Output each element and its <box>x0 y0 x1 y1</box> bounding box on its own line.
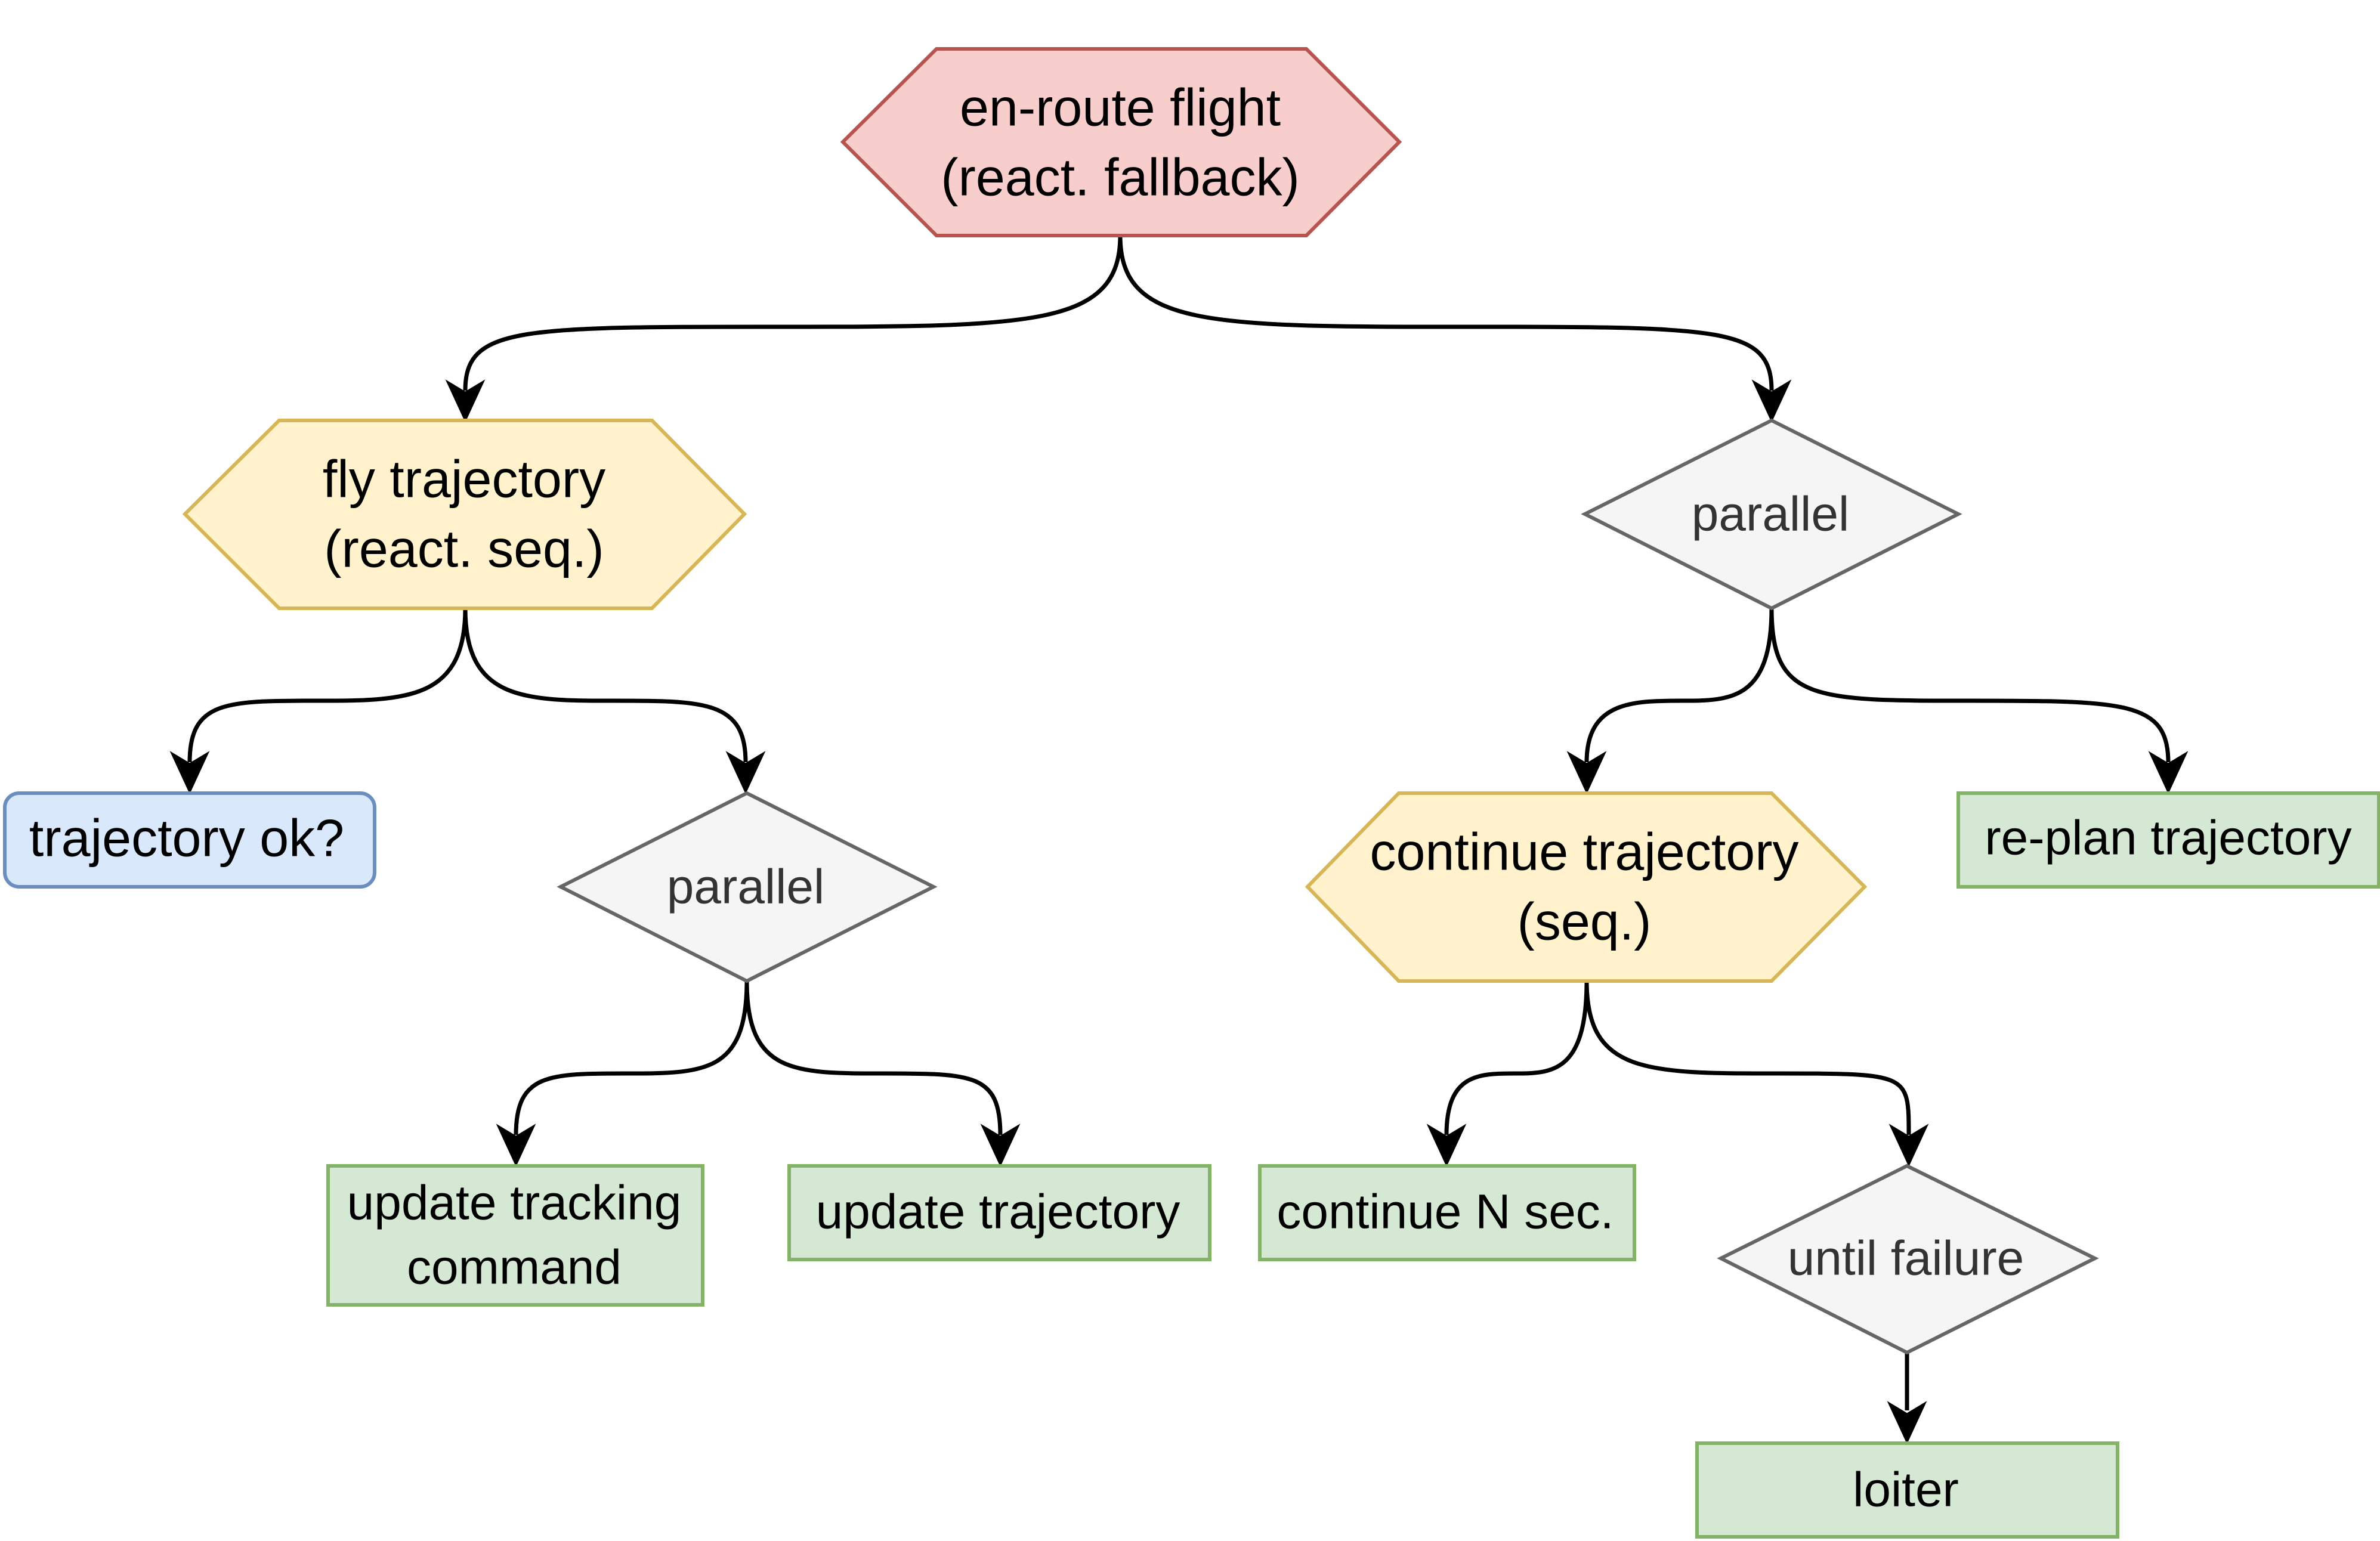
node-continue-trajectory: continue trajectory (seq.) <box>1305 791 1868 983</box>
node-label-line1: en-route flight <box>960 78 1281 137</box>
node-label-line1: continue trajectory <box>1370 822 1798 881</box>
node-loiter: loiter <box>1695 1441 2119 1539</box>
decorator-diamond-shape <box>1581 418 1962 611</box>
edge-continue-trajectory-to-until-failure <box>1584 980 1911 1135</box>
arrowhead-parallel-right <box>1751 379 1792 423</box>
node-label-line2: (react. seq.) <box>324 519 604 578</box>
action-rect <box>787 1164 1211 1261</box>
edge-fly-trajectory-to-parallel-left <box>463 608 748 763</box>
arrowhead-update-trajectory <box>980 1124 1021 1167</box>
arrowhead-fly-trajectory <box>445 379 486 423</box>
node-label: re-plan trajectory <box>1985 811 2351 865</box>
arrowhead-re-plan <box>2148 751 2189 794</box>
edge-parallel-right-to-continue-trajectory <box>1584 608 1774 763</box>
node-until-failure: until failure <box>1717 1164 2099 1355</box>
condition-rounded-rect <box>3 791 376 889</box>
edge-en-route-to-parallel-right <box>1118 235 1774 391</box>
edge-parallel-left-to-update-trajectory <box>744 980 1003 1135</box>
node-fly-trajectory: fly trajectory (react. seq.) <box>182 419 747 610</box>
arrowhead-continue-trajectory <box>1566 751 1607 794</box>
action-rect <box>1956 791 2380 889</box>
decorator-diamond-shape <box>1717 1164 2099 1355</box>
edge-fly-trajectory-to-trajectory-ok <box>187 608 468 763</box>
node-label: update trajectory <box>816 1185 1180 1239</box>
node-label: loiter <box>1853 1463 1959 1517</box>
node-trajectory-ok: trajectory ok? <box>3 791 376 889</box>
node-label: parallel <box>667 860 824 914</box>
arrowhead-until-failure <box>1888 1124 1929 1167</box>
sequence-hexagon-shape <box>1305 791 1868 983</box>
node-label-line1: fly trajectory <box>323 450 605 509</box>
arrowhead-update-tracking <box>496 1124 536 1167</box>
node-label: continue N sec. <box>1276 1185 1614 1239</box>
fallback-hexagon-shape <box>840 47 1402 237</box>
arrowhead-trajectory-ok <box>169 751 210 794</box>
arrowhead-loiter <box>1887 1401 1927 1444</box>
sequence-hexagon-shape <box>182 419 747 610</box>
edge-en-route-to-fly-trajectory <box>463 235 1123 391</box>
arrowhead-parallel-left <box>725 751 766 794</box>
action-rect <box>326 1164 704 1307</box>
edge-parallel-left-to-update-tracking <box>514 980 749 1135</box>
node-label-line2: command <box>407 1240 622 1295</box>
node-label: until failure <box>1788 1231 2024 1286</box>
node-label-line2: (react. fallback) <box>941 148 1300 207</box>
node-label: parallel <box>1692 487 1849 541</box>
node-parallel-right: parallel <box>1581 418 1962 611</box>
node-re-plan-trajectory: re-plan trajectory <box>1956 791 2380 889</box>
action-rect <box>1258 1164 1636 1261</box>
node-label-line2: (seq.) <box>1517 892 1652 951</box>
node-label: trajectory ok? <box>29 809 344 868</box>
node-en-route-flight: en-route flight (react. fallback) <box>840 47 1402 237</box>
decorator-diamond-shape <box>557 791 938 983</box>
node-continue-n-sec: continue N sec. <box>1258 1164 1636 1261</box>
edges <box>169 235 2189 1444</box>
node-update-trajectory: update trajectory <box>787 1164 1211 1261</box>
arrowhead-continue-n-sec <box>1426 1124 1467 1167</box>
node-label-line1: update tracking <box>347 1176 682 1230</box>
node-update-tracking-command: update tracking command <box>326 1164 704 1307</box>
edge-continue-trajectory-to-continue-n-sec <box>1444 980 1589 1135</box>
edge-parallel-right-to-re-plan <box>1769 608 2171 763</box>
node-parallel-left: parallel <box>557 791 938 983</box>
action-rect <box>1695 1441 2119 1539</box>
